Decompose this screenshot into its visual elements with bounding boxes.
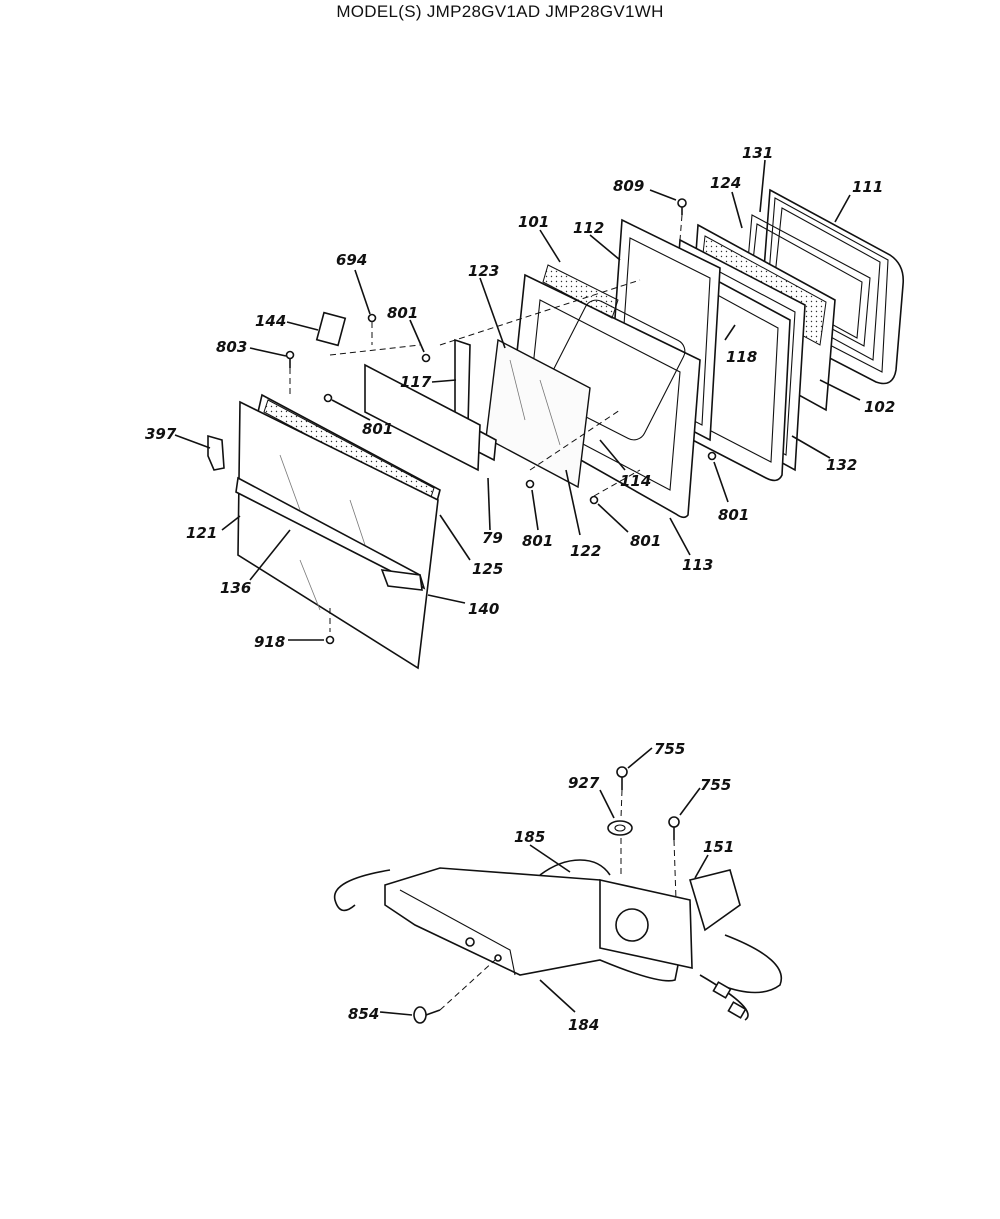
page-title: MODEL(S) JMP28GV1AD JMP28GV1WH [336, 2, 664, 21]
label-801: 801 [387, 304, 418, 322]
label-801: 801 [630, 532, 661, 550]
part-927-washer [607, 820, 633, 836]
label-117: 117 [400, 373, 432, 391]
part-113-door-liner [509, 264, 701, 519]
label-755: 755 [654, 740, 685, 758]
label-801: 801 [362, 420, 393, 438]
label-185: 185 [514, 828, 545, 846]
screw-icons-lower [413, 766, 680, 1024]
label-118: 118 [726, 348, 757, 366]
label-113: 113 [682, 556, 713, 574]
part-136-handle [235, 476, 426, 591]
label-131: 131 [742, 144, 773, 162]
label-114: 114 [620, 472, 651, 490]
part-123-glass [485, 338, 591, 489]
label-102: 102 [864, 398, 895, 416]
label-101: 101 [518, 213, 549, 231]
label-125: 125 [472, 560, 503, 578]
label-132: 132 [826, 456, 857, 474]
label-809: 809 [613, 177, 644, 195]
label-801: 801 [522, 532, 553, 550]
leader-lines [174, 159, 861, 641]
label-136: 136 [220, 579, 251, 597]
alignment-lines-lower [439, 789, 677, 1011]
label-124: 124 [710, 174, 741, 192]
part-151-motor [599, 869, 783, 1021]
label-184: 184 [568, 1016, 599, 1034]
label-803: 803 [216, 338, 247, 356]
label-151: 151 [703, 838, 734, 856]
part-397-clip [207, 434, 225, 471]
label-755: 755 [700, 776, 731, 794]
label-854: 854 [348, 1005, 379, 1023]
label-918: 918 [254, 633, 285, 651]
part-79-panel [364, 363, 481, 472]
leader-lines-lower [379, 747, 709, 1016]
label-111: 111 [852, 178, 883, 196]
part-labels: 131 111 124 809 101 112 694 123 801 144 … [145, 144, 895, 1034]
label-140: 140 [468, 600, 499, 618]
label-694: 694 [336, 251, 367, 269]
label-123: 123 [468, 262, 499, 280]
label-79: 79 [482, 529, 503, 547]
label-121: 121 [186, 524, 217, 542]
part-144-hinge [315, 311, 347, 347]
label-801: 801 [718, 506, 749, 524]
label-144: 144 [255, 312, 286, 330]
screw-icons [285, 198, 717, 645]
label-122: 122 [570, 542, 601, 560]
label-927: 927 [568, 774, 600, 792]
alignment-lines [289, 214, 683, 632]
label-397: 397 [145, 425, 177, 443]
label-112: 112 [573, 219, 604, 237]
